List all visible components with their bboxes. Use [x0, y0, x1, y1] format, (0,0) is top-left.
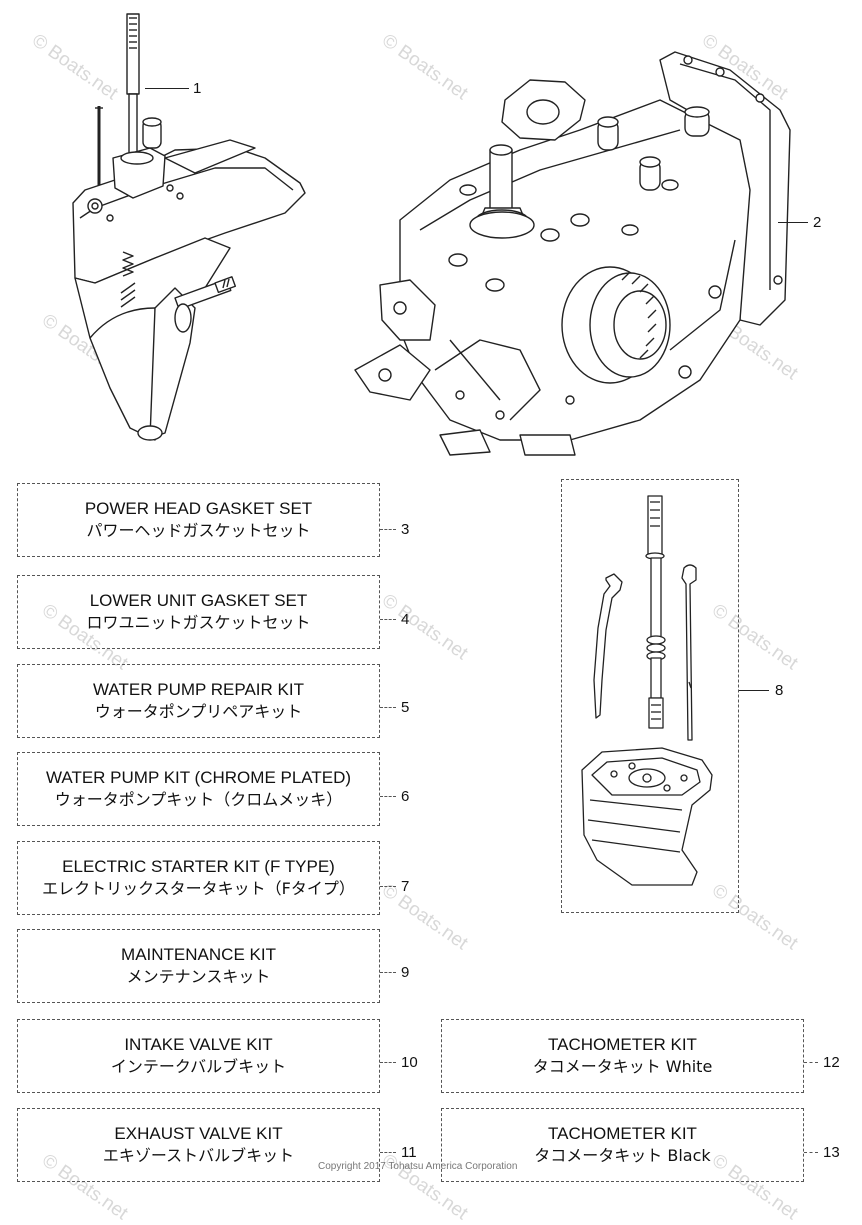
part-8-group-box: [561, 479, 739, 913]
kit-name-jp: タコメータキット White: [532, 1057, 713, 1076]
kit-name-jp: パワーヘッドガスケットセット: [86, 521, 311, 540]
callout-4: 4: [401, 611, 410, 628]
callout-10: 10: [401, 1054, 418, 1071]
kit-name: TACHOMETER KIT: [548, 1035, 697, 1054]
kit-tachometer-black: TACHOMETER KIT タコメータキット Black: [441, 1108, 804, 1182]
callout-5: 5: [401, 699, 410, 716]
leader-6: [380, 796, 396, 797]
kit-name-jp: ウォータポンプキット（クロムメッキ）: [54, 790, 343, 809]
power-head-drawing: [354, 51, 791, 456]
leader-8: [739, 690, 769, 691]
callout-11: 11: [401, 1144, 417, 1161]
callout-13: 13: [823, 1144, 840, 1161]
kit-exhaust-valve-kit: EXHAUST VALVE KIT エキゾーストバルブキット: [17, 1108, 380, 1182]
drive-shaft-kit-drawing: [581, 495, 713, 886]
kit-name-jp: ロワユニットガスケットセット: [86, 613, 311, 632]
kit-name: INTAKE VALVE KIT: [124, 1035, 273, 1054]
copyright-notice: Copyright 2017 Tohatsu America Corporati…: [318, 1161, 518, 1172]
leader-1: [145, 88, 189, 89]
leader-4: [380, 619, 396, 620]
kit-name-jp: メンテナンスキット: [126, 967, 271, 986]
callout-8: 8: [775, 682, 784, 699]
kit-name-jp: エレクトリックスタータキット（Fタイプ）: [42, 879, 355, 898]
kit-electric-starter-kit: ELECTRIC STARTER KIT (F TYPE) エレクトリックスター…: [17, 841, 380, 915]
callout-6: 6: [401, 788, 410, 805]
kit-lower-unit-gasket-set: LOWER UNIT GASKET SET ロワユニットガスケットセット: [17, 575, 380, 649]
kit-name-jp: インテークバルブキット: [110, 1057, 287, 1076]
leader-11: [380, 1152, 396, 1153]
leader-13: [804, 1152, 818, 1153]
callout-9: 9: [401, 964, 410, 981]
leader-5: [380, 707, 396, 708]
watermark: © Boats.net: [377, 590, 472, 665]
kit-water-pump-repair-kit: WATER PUMP REPAIR KIT ウォータポンプリペアキット: [17, 664, 380, 738]
kit-name: TACHOMETER KIT: [548, 1124, 697, 1143]
watermark: © Boats.net: [377, 880, 472, 955]
leader-2: [778, 222, 808, 223]
kit-name: ELECTRIC STARTER KIT (F TYPE): [62, 857, 335, 876]
kit-water-pump-kit-chrome: WATER PUMP KIT (CHROME PLATED) ウォータポンプキッ…: [17, 752, 380, 826]
leader-3: [380, 529, 396, 530]
callout-1: 1: [193, 80, 202, 97]
leader-7: [380, 886, 396, 887]
callout-12: 12: [823, 1054, 840, 1071]
kit-maintenance-kit: MAINTENANCE KIT メンテナンスキット: [17, 929, 380, 1003]
leader-12: [804, 1062, 818, 1063]
callout-3: 3: [401, 521, 410, 538]
kit-name: WATER PUMP KIT (CHROME PLATED): [45, 768, 352, 787]
kit-name-jp: ウォータポンプリペアキット: [94, 702, 303, 721]
callout-7: 7: [401, 878, 410, 895]
kit-name-jp: タコメータキット Black: [534, 1146, 711, 1165]
kit-name: POWER HEAD GASKET SET: [84, 499, 313, 518]
kit-name: LOWER UNIT GASKET SET: [89, 591, 308, 610]
kit-tachometer-white: TACHOMETER KIT タコメータキット White: [441, 1019, 804, 1093]
leader-10: [380, 1062, 396, 1063]
kit-name-jp: エキゾーストバルブキット: [102, 1146, 295, 1165]
kit-power-head-gasket-set: POWER HEAD GASKET SET パワーヘッドガスケットセット: [17, 483, 380, 557]
leader-9: [380, 972, 396, 973]
lower-unit-drawing: [72, 13, 306, 441]
kit-name: WATER PUMP REPAIR KIT: [93, 680, 304, 699]
kit-intake-valve-kit: INTAKE VALVE KIT インテークバルブキット: [17, 1019, 380, 1093]
kit-name: MAINTENANCE KIT: [121, 945, 276, 964]
callout-2: 2: [813, 214, 822, 231]
kit-name: EXHAUST VALVE KIT: [114, 1124, 283, 1143]
